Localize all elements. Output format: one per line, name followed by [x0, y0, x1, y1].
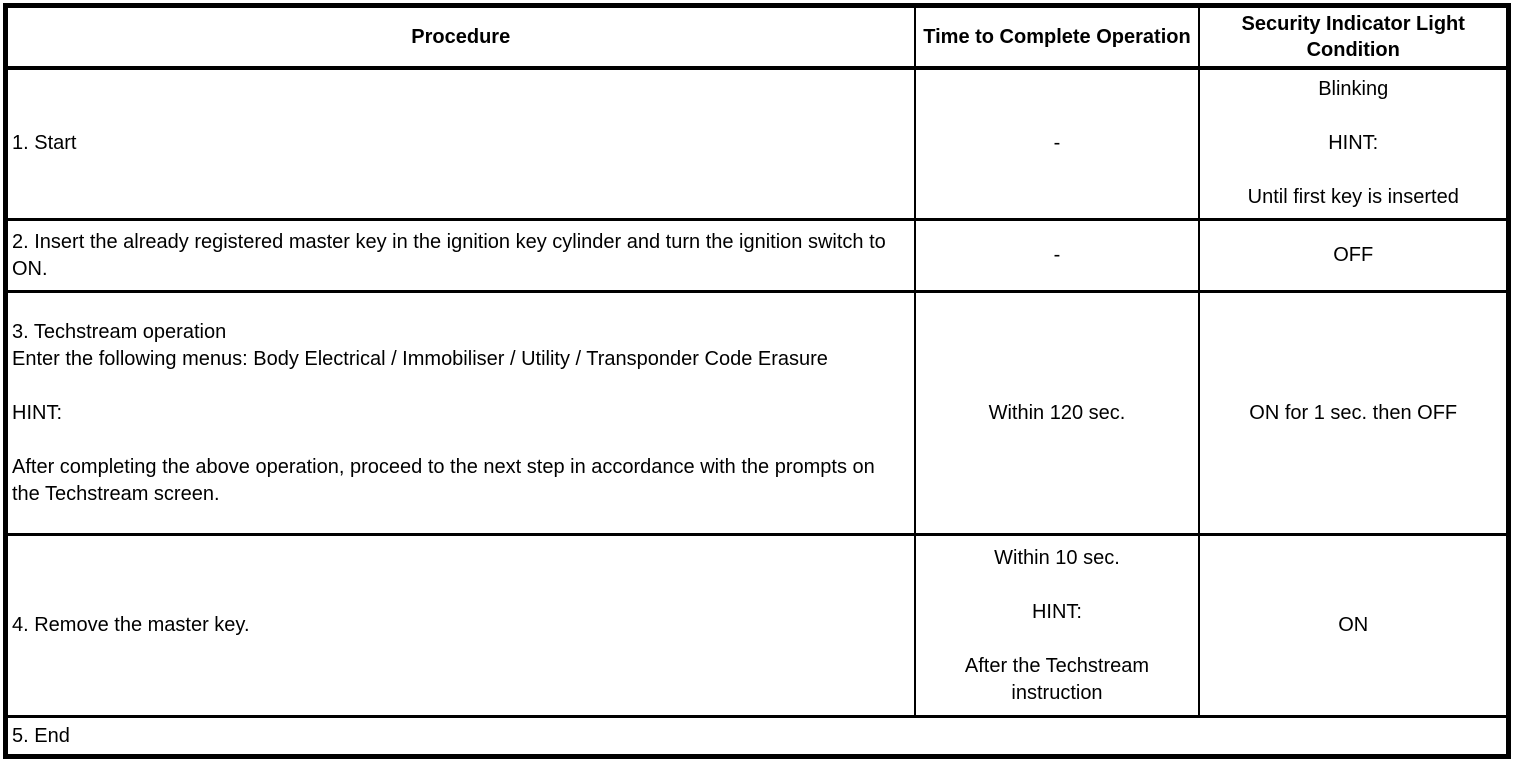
procedure-cell: 1. Start [4, 66, 916, 221]
table-row-step-4: 4. Remove the master key. Within 10 sec.… [4, 533, 1510, 718]
column-header-security-indicator-light: Security Indicator Light Condition [1198, 4, 1510, 70]
procedure-cell: 2. Insert the already registered master … [4, 218, 916, 293]
procedure-table: Procedure Time to Complete Operation Sec… [3, 3, 1511, 759]
column-header-time-to-complete: Time to Complete Operation [913, 4, 1201, 70]
light-cell: Blinking HINT: Until first key is insert… [1198, 66, 1510, 221]
time-cell: - [913, 66, 1201, 221]
light-cell: OFF [1198, 218, 1510, 293]
time-cell: - [913, 218, 1201, 293]
light-cell: ON for 1 sec. then OFF [1198, 290, 1510, 536]
table-row-step-1: 1. Start - Blinking HINT: Until first ke… [4, 66, 1510, 221]
table-row-step-3: 3. Techstream operation Enter the follow… [4, 290, 1510, 536]
header-row: Procedure Time to Complete Operation Sec… [4, 4, 1510, 70]
table-row-step-5: 5. End [4, 715, 1510, 758]
time-cell: Within 10 sec. HINT: After the Techstrea… [913, 533, 1201, 718]
column-header-procedure: Procedure [4, 4, 916, 70]
procedure-cell-end: 5. End [4, 715, 1510, 758]
procedure-cell: 4. Remove the master key. [4, 533, 916, 718]
light-cell: ON [1198, 533, 1510, 718]
table-row-step-2: 2. Insert the already registered master … [4, 218, 1510, 293]
time-cell: Within 120 sec. [913, 290, 1201, 536]
procedure-cell: 3. Techstream operation Enter the follow… [4, 290, 916, 536]
